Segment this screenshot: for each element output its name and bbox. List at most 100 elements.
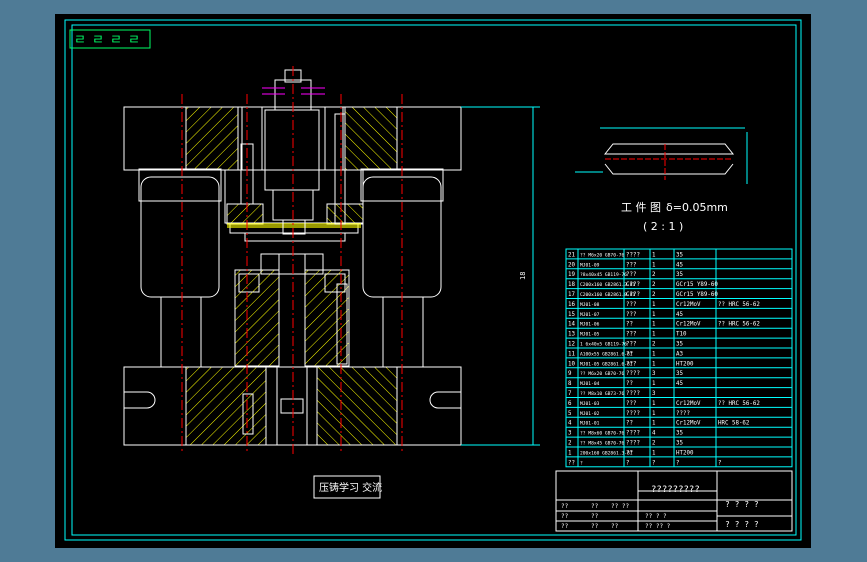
bom-cell-no: 2 — [568, 441, 572, 447]
watermark-chars: ㄹ ㄹ ㄹ ㄹ — [74, 33, 140, 48]
height-dimension-label: 18 — [519, 272, 527, 280]
bom-cell-no: 18 — [568, 282, 575, 288]
bom-cell-spec: Cr12MoV — [676, 421, 701, 427]
part-view-title: 工 件 图 — [621, 201, 661, 214]
centerlines — [181, 66, 403, 454]
height-dimension — [461, 106, 540, 446]
bom-cell-qty: 1 — [652, 302, 656, 308]
watermark-char: ㄹ — [74, 33, 86, 48]
bom-cell-name: ?? M6x20 GB70-76 — [580, 252, 624, 258]
bom-cell-no: 21 — [568, 252, 575, 258]
bom-cell-qty: 1 — [652, 312, 656, 318]
bom-cell-spec: T10 — [676, 332, 687, 338]
bom-cell-material: ?? — [626, 381, 633, 387]
bom-cell-note: ?? HRC 56-62 — [718, 302, 760, 308]
magenta-marks — [262, 87, 325, 95]
bom-cell-name: MJ01-07 — [580, 312, 600, 318]
bom-cell-name: MJ01-01 — [580, 421, 600, 427]
bom-cell-spec: Cr12MoV — [676, 302, 701, 308]
bom-cell-spec: 35 — [676, 371, 683, 377]
bom-cell-material: ?? — [626, 322, 633, 328]
bom-cell-no: 6 — [568, 401, 572, 407]
watermark-char: ㄹ — [110, 33, 122, 48]
bom-cell-material: ??? — [626, 272, 636, 278]
bom-cell-material: ???? — [626, 441, 640, 447]
bom-cell-material: C??? — [626, 292, 640, 298]
bom-cell-qty: 1 — [652, 361, 656, 367]
bom-cell-material: ??? — [626, 401, 636, 407]
bom-header-cell: ? — [580, 460, 583, 466]
bom-cell-no: 5 — [568, 411, 572, 417]
bom-cell-no: 16 — [568, 302, 575, 308]
bom-cell-name: ?? M6x20 GB70-76 — [580, 371, 624, 377]
title-block-small: ?? — [561, 513, 569, 520]
bom-cell-name: 1 6x40x5 GB119-76 — [580, 342, 627, 348]
bom-cell-no: 1 — [568, 450, 572, 456]
bom-cell-note: ?? HRC 56-62 — [718, 401, 760, 407]
bom-cell-material: ???? — [626, 252, 640, 258]
watermark-char: ㄹ — [128, 33, 140, 48]
bom-cell-name: C200x160 GB2861.8-81 — [580, 292, 636, 298]
outer-frame — [64, 19, 802, 541]
drawing-canvas[interactable]: ㄹ ㄹ ㄹ ㄹ — [55, 14, 811, 548]
part-view-tolerance: δ=0.05mm — [666, 201, 728, 214]
title-block-small: ?? — [591, 513, 599, 520]
bom-cell-material: ???? — [626, 391, 640, 397]
bom-cell-no: 15 — [568, 312, 575, 318]
bom-cell-spec: 35 — [676, 272, 683, 278]
bom-cell-spec: 35 — [676, 431, 683, 437]
bom-cell-qty: 3 — [652, 371, 656, 377]
bom-cell-material: ??? — [626, 342, 636, 348]
bom-cell-name: MJ01-05 — [580, 332, 600, 338]
bom-cell-name: ?? M8x45 GB70-76 — [580, 441, 624, 447]
title-block-mark: ? ? ? ? — [725, 520, 759, 529]
bom-cell-name: MJ01-06 — [580, 322, 600, 328]
bom-cell-material: ??? — [626, 312, 636, 318]
bom-cell-material: ??? — [626, 262, 636, 268]
bom-cell-qty: 3 — [652, 391, 656, 397]
title-block-small: ?? — [561, 503, 569, 510]
bom-cell-qty: 2 — [652, 272, 656, 278]
title-block-small: ?? — [591, 503, 599, 510]
bom-cell-no: 4 — [568, 421, 572, 427]
bom-cell-spec: Cr12MoV — [676, 322, 701, 328]
bom-cell-name: ?? M8x60 GB70-76 — [580, 431, 624, 437]
bom-cell-material: ??? — [626, 361, 636, 367]
bom-header-cell: ? — [652, 460, 656, 466]
title-block-small: ?? — [561, 523, 569, 530]
bom-cell-note: HRC 58-62 — [718, 421, 749, 427]
title-block-small: ?? ?? — [611, 503, 629, 510]
bom-cell-spec: Cr12MoV — [676, 401, 701, 407]
bom-cell-name: MJ01-05 GB2861.6-81 — [580, 361, 633, 367]
bom-cell-spec: A3 — [676, 351, 683, 357]
drawing-svg: ㄹ ㄹ ㄹ ㄹ — [64, 19, 802, 541]
watermark-char: ㄹ — [92, 33, 104, 48]
bom-cell-spec: 45 — [676, 312, 683, 318]
bom-cell-spec: HT200 — [676, 450, 694, 456]
bom-cell-spec: ???? — [676, 411, 690, 417]
bom-header-cell: ? — [626, 460, 630, 466]
watermark-box — [69, 29, 151, 49]
bom-cell-name: ?? M8x10 GB73-76 — [580, 391, 624, 397]
bom-cell-name: ?8x40x45 GB119-76 — [580, 272, 627, 278]
title-block-small: ?? — [611, 523, 619, 530]
bom-cell-no: 14 — [568, 322, 575, 328]
guide-bushing-left — [138, 168, 222, 202]
caption-text: 压铸学习 交流 — [319, 481, 382, 494]
bom-cell-spec: GCr15 Y89-60 — [676, 292, 718, 298]
part-view-scale: ( 2 : 1 ) — [643, 220, 683, 233]
bom-cell-no: 20 — [568, 262, 575, 268]
bom-cell-name: MJ01-08 — [580, 302, 600, 308]
bom-cell-no: 7 — [568, 391, 572, 397]
bom-cell-name: A100x55 GB2861.6-81 — [580, 351, 633, 357]
bom-cell-no: 13 — [568, 332, 575, 338]
title-block-small: ?? — [591, 523, 599, 530]
bom-cell-material: ???? — [626, 431, 640, 437]
bom-cell-material: ?? — [626, 421, 633, 427]
bom-cell-no: 3 — [568, 431, 572, 437]
bom-cell-material: ?? — [626, 450, 633, 456]
bom-cell-name: 200x160 GB2861.3-81 — [580, 450, 633, 456]
bom-cell-name: MJ01-02 — [580, 411, 600, 417]
bom-cell-spec: 35 — [676, 252, 683, 258]
bom-cell-spec: 45 — [676, 381, 683, 387]
